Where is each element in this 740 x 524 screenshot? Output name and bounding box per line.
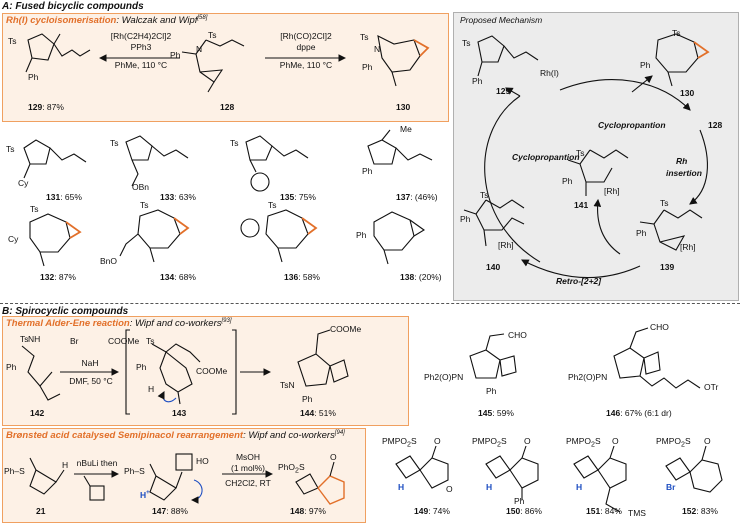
structure-149	[395, 445, 449, 489]
label-132: 132: 87%	[40, 272, 76, 282]
mech-catalyst: Rh(I)	[540, 68, 559, 78]
structure-130	[377, 35, 430, 87]
mech-structure-129	[477, 35, 539, 77]
step-insertion: insertion	[666, 168, 702, 178]
step-cyclopropantion-2: Cyclopropantion	[512, 152, 580, 162]
box2-solvent: DMF, 50 °C	[69, 376, 113, 386]
step-rh: Rh	[676, 156, 688, 166]
label-136: 136: 58%	[284, 272, 320, 282]
label-151: 151: 84%	[586, 506, 622, 516]
cycle-arc-inner	[593, 198, 621, 255]
electron-arrow-143	[157, 391, 177, 403]
step-retro: Retro-[2+2]	[556, 276, 602, 286]
box1-right-solvent: PhMe, 110 °C	[279, 60, 333, 70]
label-131: 131: 65%	[46, 192, 82, 202]
box3-solvent: CH2Cl2, RT	[225, 478, 271, 488]
mech-structure-139	[639, 209, 703, 251]
structure-146	[613, 327, 701, 389]
structure-136	[240, 209, 318, 263]
structure-129	[25, 33, 91, 73]
structure-131	[23, 139, 87, 179]
mech-structure-140	[463, 199, 525, 247]
mech-label-128: 128	[708, 120, 723, 130]
cyclobutanone	[83, 475, 105, 501]
label-129: 129: 87%	[28, 102, 64, 112]
structure-148	[295, 461, 345, 505]
box3-title: Brønsted acid catalysed Semipinacol rear…	[6, 430, 345, 442]
label-143: 143	[172, 408, 187, 418]
structure-138	[373, 211, 426, 265]
section-divider	[0, 303, 740, 304]
structure-144	[297, 329, 349, 387]
mechanism-panel	[453, 12, 739, 301]
bracket-left	[125, 329, 130, 415]
cycle-arc-right	[689, 129, 708, 205]
section-b-title: B: Spirocyclic compounds	[2, 306, 129, 317]
label-135: 135: 75%	[280, 192, 316, 202]
structure-152	[665, 445, 723, 493]
reagent-ester: COOMe	[108, 336, 140, 346]
cycle-arc-left	[484, 95, 541, 263]
section-a-title: A: Fused bicyclic compounds	[2, 1, 144, 12]
box1-title: Rh(I) cycloisomerisation: Walczak and Wi…	[6, 15, 208, 27]
structure-143	[151, 343, 201, 405]
label-147: 147: 88%	[152, 506, 188, 516]
arrow-to-mech-130	[631, 75, 653, 93]
label-146: 146: 67% (6:1 dr)	[606, 408, 672, 418]
step-cyclopropantion-1: Cyclopropantion	[598, 120, 666, 130]
label-130: 130	[396, 102, 411, 112]
label-137: 137: (46%)	[396, 192, 438, 202]
alder-ene-box	[2, 316, 409, 426]
structure-145	[469, 333, 517, 379]
structure-21	[29, 457, 65, 495]
box3-base: nBuLi then	[76, 458, 118, 468]
mech-label-140: 140	[486, 262, 501, 272]
semipinacol-box	[2, 428, 366, 523]
arrow-to-mech-129	[505, 87, 521, 97]
structure-133	[125, 135, 189, 187]
box2-base: NaH	[81, 358, 99, 368]
structure-135	[245, 135, 309, 192]
structure-132	[29, 213, 82, 267]
bracket-right	[232, 329, 237, 415]
label-150: 150: 86%	[506, 506, 542, 516]
label-145: 145: 59%	[478, 408, 514, 418]
structure-142	[21, 345, 61, 401]
label-152: 152: 83%	[682, 506, 718, 516]
structure-137	[367, 129, 433, 165]
mech-structure-141	[567, 149, 629, 196]
label-148: 148: 97%	[290, 506, 326, 516]
label-128: 128	[220, 102, 235, 112]
label-134: 134: 68%	[160, 272, 196, 282]
box1-left-solvent: PhMe, 110 °C	[114, 60, 168, 70]
structure-150	[485, 445, 539, 500]
label-144: 144: 51%	[300, 408, 336, 418]
label-138: 138: (20%)	[400, 272, 442, 282]
electron-arrow-147	[190, 479, 203, 504]
label-21: 21	[36, 506, 46, 516]
rh-cycloisomerisation-box	[2, 13, 449, 122]
label-133: 133: 63%	[160, 192, 196, 202]
structure-151	[573, 445, 627, 513]
cycle-arc-bottom	[521, 259, 641, 279]
label-149: 149: 74%	[414, 506, 450, 516]
label-142: 142	[30, 408, 45, 418]
structure-128	[181, 39, 245, 93]
mech-label-129: 129	[496, 86, 511, 96]
cycle-arc-top	[559, 79, 691, 111]
structure-134	[119, 209, 190, 263]
structure-147	[149, 453, 193, 501]
mech-structure-130	[655, 33, 710, 87]
mech-label-130: 130	[680, 88, 695, 98]
box2-title: Thermal Alder-Ene reaction: Wipf and co-…	[6, 318, 232, 330]
mechanism-title: Proposed Mechanism	[460, 15, 543, 25]
mech-label-139: 139	[660, 262, 675, 272]
box3-acid: MsOH(1 mol%)	[230, 452, 265, 473]
mech-label-141: 141	[574, 200, 589, 210]
